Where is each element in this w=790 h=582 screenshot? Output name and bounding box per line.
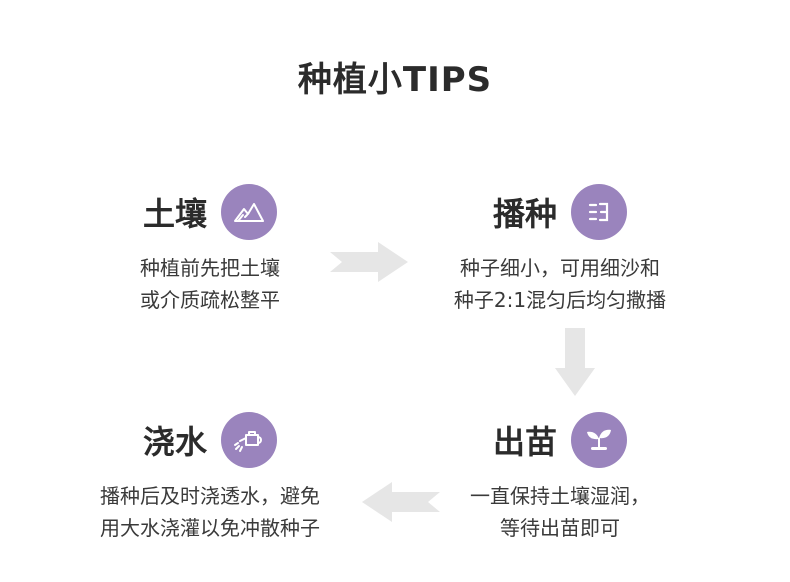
step-sow-header: 播种 [410,182,710,242]
step-soil-line1: 种植前先把土壤 [140,256,280,280]
step-water-label: 浇水 [142,423,207,461]
arrow-right [330,242,408,282]
arrow-left [362,482,440,522]
step-sow-label: 播种 [492,195,557,233]
step-soil-label: 土壤 [142,195,207,233]
step-water-line2: 用大水浇灌以免冲散种子 [100,516,320,540]
step-sow-description: 种子细小，可用细沙和 种子2:1混匀后均匀撒播 [410,252,710,316]
step-soil-description: 种植前先把土壤 或介质疏松整平 [60,252,360,316]
step-soil: 土壤 种植前先把土壤 或介质疏松整平 [60,182,360,316]
mountain-icon [221,184,277,240]
step-water: 浇水 播种后及时浇透水，避免 用大水浇灌以免冲散种子 [60,410,360,544]
watering-can-icon [221,412,277,468]
seed-list-icon [571,184,627,240]
step-sprout: 出苗 一直保持土壤湿润， 等待出苗即可 [410,410,710,544]
step-sprout-header: 出苗 [410,410,710,470]
step-sprout-line1: 一直保持土壤湿润， [470,484,650,508]
step-sprout-description: 一直保持土壤湿润， 等待出苗即可 [410,480,710,544]
step-water-description: 播种后及时浇透水，避免 用大水浇灌以免冲散种子 [60,480,360,544]
step-sprout-label: 出苗 [492,423,557,461]
step-soil-line2: 或介质疏松整平 [140,288,280,312]
step-water-header: 浇水 [60,410,360,470]
step-sow-line2: 种子2:1混匀后均匀撒播 [453,288,667,312]
step-soil-header: 土壤 [60,182,360,242]
step-sow: 播种 种子细小，可用细沙和 种子2:1混匀后均匀撒播 [410,182,710,316]
page-title: 种植小TIPS [297,60,493,100]
step-sprout-line2: 等待出苗即可 [500,516,620,540]
step-water-line1: 播种后及时浇透水，避免 [100,484,320,508]
arrow-down [555,328,595,396]
sprout-icon [571,412,627,468]
step-sow-line1: 种子细小，可用细沙和 [460,256,660,280]
